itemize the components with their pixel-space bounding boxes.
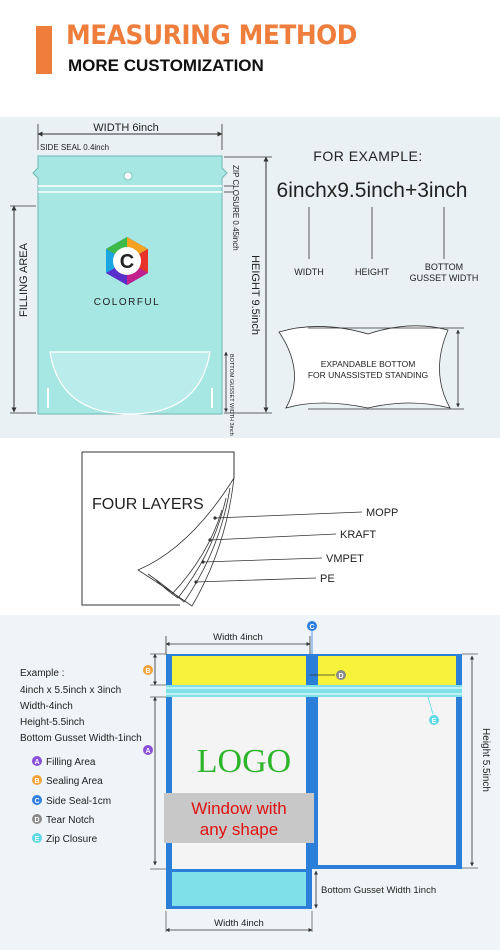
left-zip-closure <box>166 685 312 697</box>
svg-text:E: E <box>432 718 437 725</box>
example-line-3: Width-4inch <box>20 701 73 712</box>
layout-gusset-label: Bottom Gusset Width 1inch <box>321 885 436 896</box>
filling-area-label: FILLING AREA <box>18 242 30 317</box>
marker-b <box>143 665 153 675</box>
legend-label-e: Zip Closure <box>46 834 98 845</box>
svg-text:A: A <box>34 759 39 766</box>
svg-text:B: B <box>34 778 39 785</box>
left-seal-area <box>172 656 306 685</box>
example-line-5: Bottom Gusset Width-1inch <box>20 733 142 744</box>
layout-height-label: Height 5.5inch <box>480 728 491 792</box>
legend-item-a: A Filling Area <box>32 756 96 768</box>
legend-label-a: Filling Area <box>46 757 96 768</box>
layer-label-3: VMPET <box>326 553 364 565</box>
marker-a <box>143 745 153 755</box>
svg-text:E: E <box>35 836 40 843</box>
right-seal-area <box>318 656 456 685</box>
example-line-4: Height-5.5inch <box>20 717 84 728</box>
window-text-2: any shape <box>200 820 278 839</box>
legend-item-b: B Sealing Area <box>32 775 103 787</box>
legend-item-c: C Side Seal-1cm <box>32 795 111 807</box>
height-label: HEIGHT 9.5inch <box>249 255 261 335</box>
pouch-bottom-gusset <box>49 351 211 415</box>
right-filling-area <box>318 697 456 865</box>
example-spec-list: Example : 4inch x 5.5inch x 3inch Width-… <box>20 668 142 744</box>
pouch-body <box>32 155 228 415</box>
legend-label-d: Tear Notch <box>46 815 94 826</box>
top-width-label: Width 4inch <box>213 632 263 643</box>
svg-text:B: B <box>145 668 150 675</box>
side-seal-label: SIDE SEAL 0.4inch <box>40 143 109 152</box>
svg-text:A: A <box>145 748 150 755</box>
layers-panel <box>0 438 500 615</box>
right-zip-closure <box>312 685 462 697</box>
legend-item-e: E Zip Closure <box>32 833 98 845</box>
expandable-text-2: FOR UNASSISTED STANDING <box>308 370 428 380</box>
layer-label-4: PE <box>320 573 335 585</box>
layers-heading: FOUR LAYERS <box>92 496 204 513</box>
colorful-logo: C COLORFUL <box>94 237 160 308</box>
layout-logo-text: LOGO <box>197 743 291 780</box>
svg-text:C: C <box>34 798 39 805</box>
pouch-diagram: WIDTH 6inch SIDE SEAL 0.4inch C COLORFUL <box>10 122 272 436</box>
marker-d <box>336 670 346 680</box>
example-width-label: WIDTH <box>294 267 324 277</box>
example-block: FOR EXAMPLE: 6inchx9.5inch+3inch WIDTH H… <box>277 148 479 410</box>
expandable-text-1: EXPANDABLE BOTTOM <box>321 359 416 369</box>
width-label: WIDTH 6inch <box>93 122 158 134</box>
example-line-1: Example : <box>20 668 64 679</box>
layer-label-2: KRAFT <box>340 529 376 541</box>
layout-diagram: Width 4inch C D E LOGO <box>20 621 491 932</box>
bottom-gusset-label: BOTTOM GUSSET WIDTH 3inch <box>228 354 234 436</box>
peeled-layer-2 <box>147 487 231 603</box>
window-text-1: Window with <box>191 799 286 818</box>
svg-text:D: D <box>34 817 39 824</box>
layer-sheet-outline <box>81 451 235 606</box>
marker-c-top <box>307 621 317 631</box>
marker-e <box>429 715 439 725</box>
left-filling-area <box>172 697 306 869</box>
hang-hole <box>123 171 133 181</box>
logo-letter: C <box>120 251 134 273</box>
page-subtitle: MORE CUSTOMIZATION <box>68 56 264 75</box>
header-accent-bar <box>36 26 52 74</box>
window-shape <box>164 793 314 843</box>
logo-text: COLORFUL <box>94 297 160 308</box>
layer-label-1: MOPP <box>366 507 398 519</box>
zip-closure-label: ZIP CLOSURE 0.45inch <box>231 165 240 251</box>
example-formula: 6inchx9.5inch+3inch <box>277 179 468 202</box>
peeled-layer-3 <box>155 497 227 599</box>
svg-text:D: D <box>338 673 343 680</box>
example-heading: FOR EXAMPLE: <box>313 148 422 164</box>
bottom-gusset-area <box>172 872 306 906</box>
example-gusset-label-1: BOTTOM <box>425 262 463 272</box>
legend-item-d: D Tear Notch <box>32 814 94 826</box>
example-gusset-label-2: GUSSET WIDTH <box>410 273 479 283</box>
legend: A Filling Area B Sealing Area C Side Sea… <box>32 756 111 845</box>
four-layers-diagram: FOUR LAYERS MOPP KRAFT VMPET PE <box>81 451 398 607</box>
peeled-layer-4 <box>171 509 223 595</box>
bottom-width-label: Width 4inch <box>214 918 264 929</box>
legend-label-c: Side Seal-1cm <box>46 796 111 807</box>
page-title: MEASURING METHOD <box>66 20 357 51</box>
gusset-shape <box>278 325 451 409</box>
example-height-label: HEIGHT <box>355 267 390 277</box>
legend-label-b: Sealing Area <box>46 776 103 787</box>
example-line-2: 4inch x 5.5inch x 3inch <box>20 685 121 696</box>
svg-text:C: C <box>309 624 314 631</box>
